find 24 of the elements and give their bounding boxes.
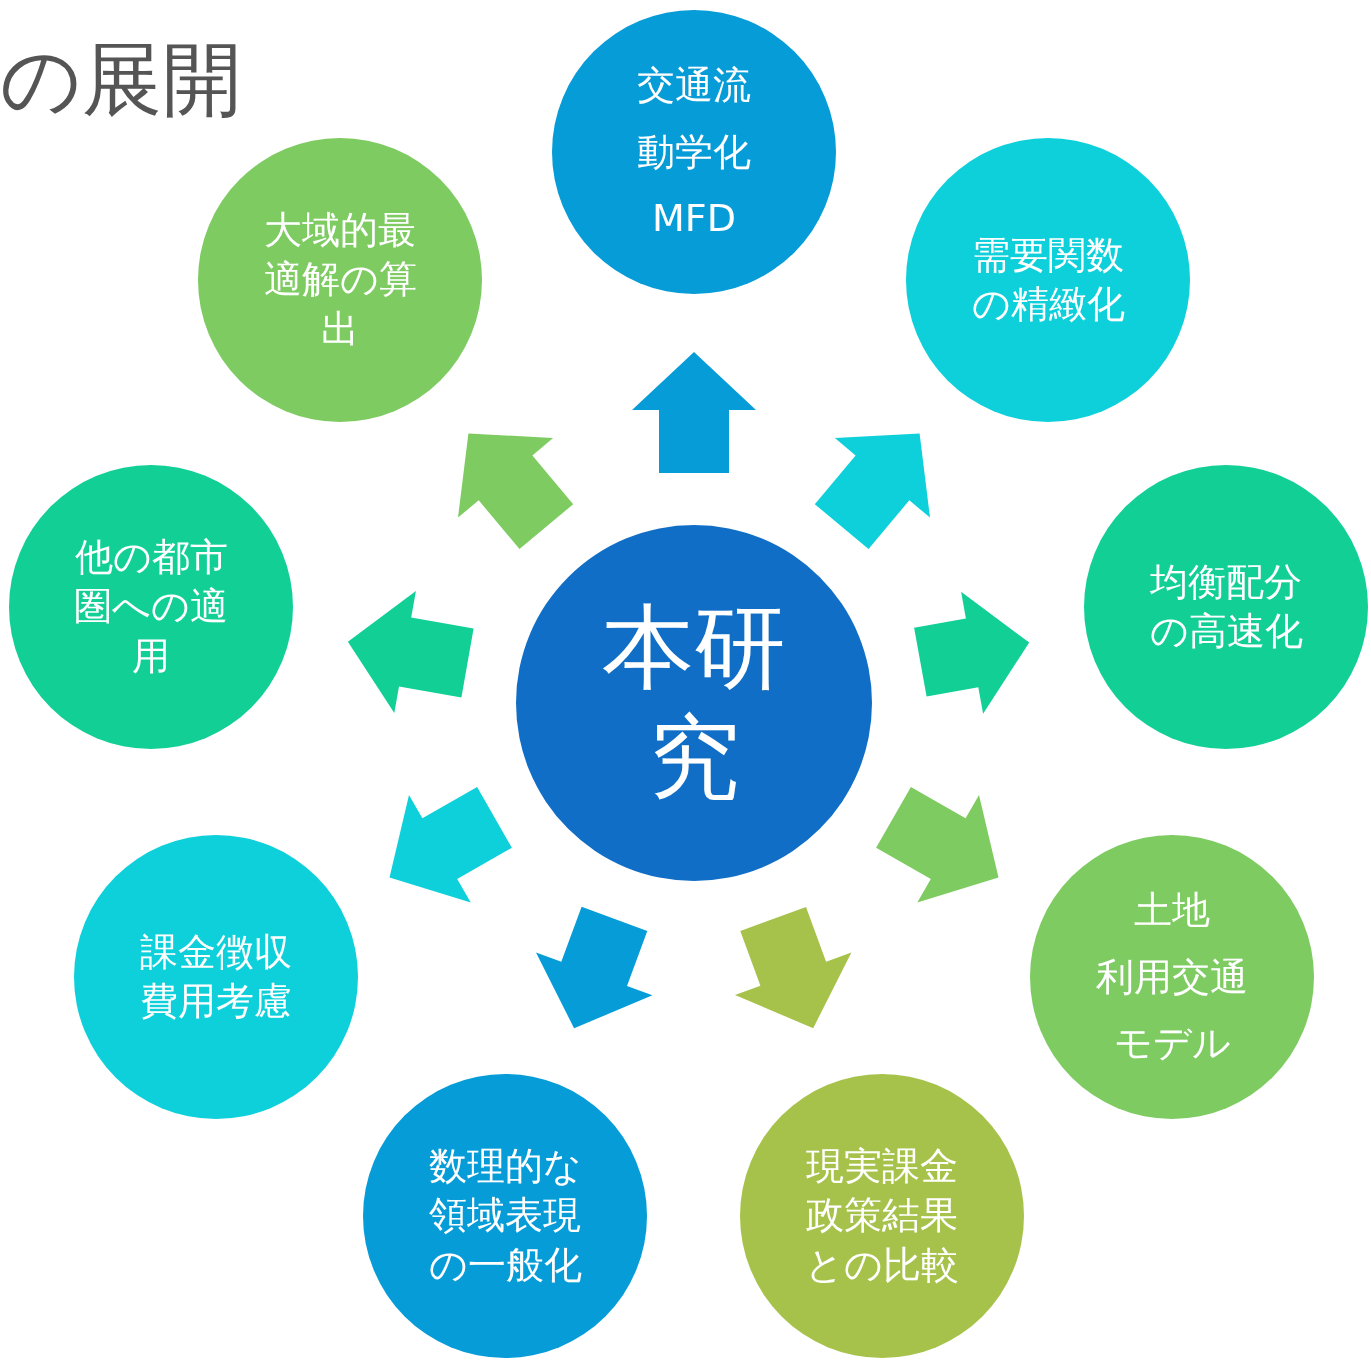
block-arrow bbox=[632, 352, 756, 473]
center-label: 本研究 bbox=[601, 592, 787, 813]
topic-label: 動学化 bbox=[636, 128, 752, 176]
topic-label: MFD bbox=[651, 195, 737, 243]
block-arrow bbox=[458, 433, 574, 550]
topic-label: 需要関数の精緻化 bbox=[970, 231, 1126, 328]
topic-label: 現実課金政策結果との比較 bbox=[804, 1142, 960, 1289]
topic-label: 他の都市圏への適用 bbox=[73, 533, 229, 680]
topic-label: 大域的最適解の算出 bbox=[262, 206, 418, 353]
block-arrow bbox=[876, 787, 999, 903]
topic-label: 土地 bbox=[1133, 887, 1211, 935]
topic-label: 利用交通 bbox=[1095, 953, 1249, 1001]
block-arrow bbox=[735, 906, 852, 1029]
topic-label: 交通流 bbox=[636, 62, 752, 110]
block-arrow bbox=[914, 591, 1030, 714]
block-arrow bbox=[347, 590, 474, 713]
topic-label: 均衡配分の高速化 bbox=[1148, 558, 1304, 655]
block-arrow bbox=[389, 787, 512, 903]
block-arrow bbox=[814, 433, 930, 550]
topic-label: 数理的な領域表現の一般化 bbox=[427, 1142, 583, 1289]
block-arrow bbox=[536, 906, 653, 1029]
topic-label: 課金徴収費用考慮 bbox=[139, 928, 293, 1025]
title: の展開 bbox=[0, 40, 242, 120]
topic-label: モデル bbox=[1112, 1020, 1232, 1068]
